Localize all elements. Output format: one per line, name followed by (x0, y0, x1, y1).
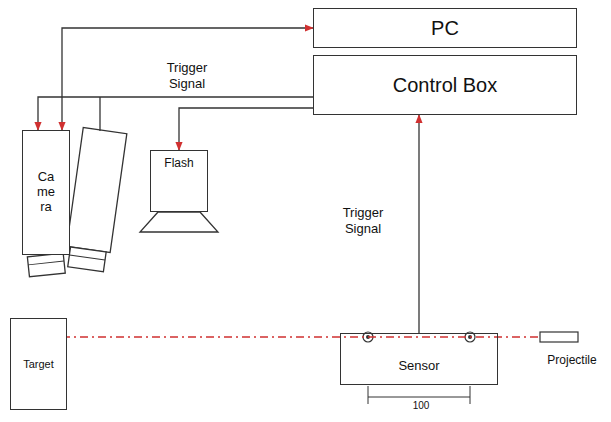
node-text: PC (431, 17, 459, 40)
node-text: Control Box (393, 74, 498, 97)
signal-wire (418, 115, 419, 333)
sensor-box: Sensor (340, 333, 498, 385)
signal-wire (179, 108, 313, 150)
node-text: Projectile (547, 354, 596, 368)
signal-wire (38, 97, 313, 130)
edge-label: Trigger Signal (326, 205, 400, 237)
node-text: Sensor (398, 359, 439, 374)
node-text: Flash (164, 157, 193, 171)
flash-reflector (140, 212, 218, 232)
edge-label: Trigger Signal (150, 60, 224, 92)
computer-box: PC (313, 8, 577, 48)
camera-body (64, 128, 127, 273)
projectile-body (540, 332, 578, 342)
signal-wire (62, 28, 313, 130)
node-text: Target (23, 358, 54, 371)
flash-box: Flash (150, 150, 208, 212)
dimension-label: 100 (404, 400, 438, 412)
camera-lens (27, 253, 65, 277)
control-box: Control Box (313, 55, 577, 115)
projectile-box: Projectile (538, 328, 606, 368)
trigger-wire (99, 97, 100, 131)
target-box: Target (10, 318, 67, 410)
camera-box: Ca me ra (22, 130, 70, 255)
node-text: Ca me ra (35, 170, 57, 215)
trajectory-line (67, 336, 538, 337)
